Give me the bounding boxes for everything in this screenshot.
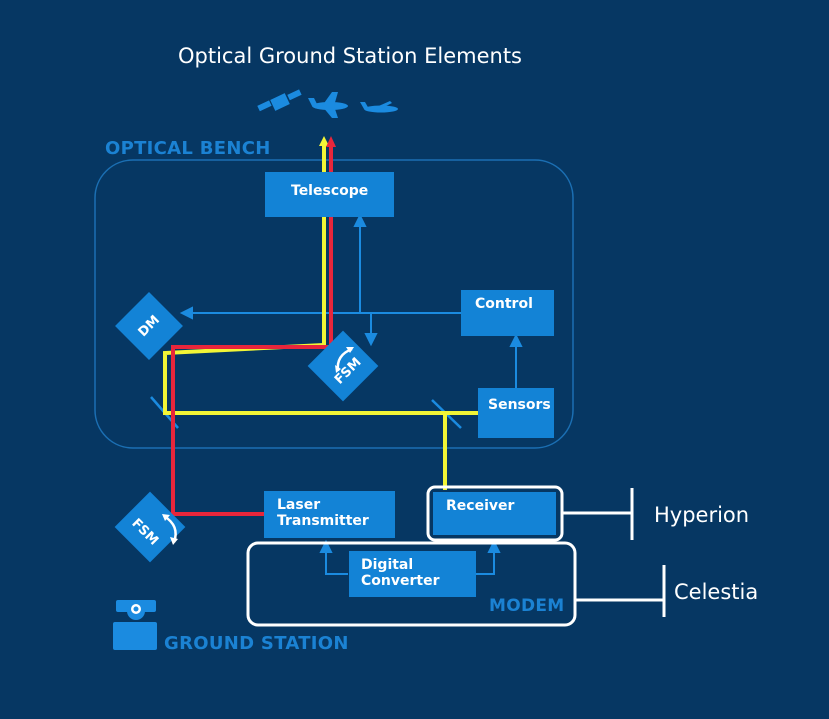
optical-bench-label: OPTICAL BENCH bbox=[105, 138, 271, 159]
laser-label-line1: Laser bbox=[277, 497, 321, 513]
receiver-block: Receiver bbox=[433, 492, 556, 535]
control-label: Control bbox=[475, 296, 533, 312]
drone-icon bbox=[360, 101, 398, 113]
transmit-beam-arrowhead bbox=[326, 136, 336, 147]
digital-label-line1: Digital bbox=[361, 557, 414, 573]
receive-beam bbox=[163, 142, 447, 490]
telescope-block: Telescope bbox=[265, 172, 394, 217]
dm-label: DM bbox=[135, 312, 163, 340]
optical-bench-boundary bbox=[94, 159, 574, 449]
fsm-lower-rotate-icon bbox=[162, 514, 178, 545]
digital-label-line2: Converter bbox=[361, 573, 440, 589]
digital-converter-block: Digital Converter bbox=[349, 551, 476, 597]
modem-label: MODEM bbox=[489, 596, 565, 616]
receiver-label: Receiver bbox=[446, 498, 515, 514]
ground-station-icon bbox=[113, 600, 157, 650]
control-block: Control bbox=[461, 290, 554, 336]
ground-station-label: GROUND STATION bbox=[164, 633, 349, 654]
receive-beam-arrowhead bbox=[319, 136, 329, 146]
telescope-label: Telescope bbox=[291, 183, 369, 199]
sensors-block: Sensors bbox=[478, 388, 554, 438]
fsm-lower-label: FSM bbox=[128, 515, 162, 549]
hyperion-annotation: Hyperion bbox=[654, 503, 750, 527]
airplane-icon bbox=[308, 92, 348, 118]
fsm-upper-rotate-icon bbox=[335, 347, 354, 373]
diagram-title: Optical Ground Station Elements bbox=[178, 44, 522, 68]
control-signal-lines bbox=[179, 213, 523, 575]
transmit-beam bbox=[171, 144, 333, 516]
celestia-annotation: Celestia bbox=[674, 580, 759, 604]
satellite-icon bbox=[257, 89, 302, 112]
laser-label-line2: Transmitter bbox=[277, 513, 369, 529]
sensors-label: Sensors bbox=[488, 397, 551, 413]
annotation-callouts bbox=[562, 488, 666, 617]
laser-transmitter-block: Laser Transmitter bbox=[264, 491, 395, 538]
